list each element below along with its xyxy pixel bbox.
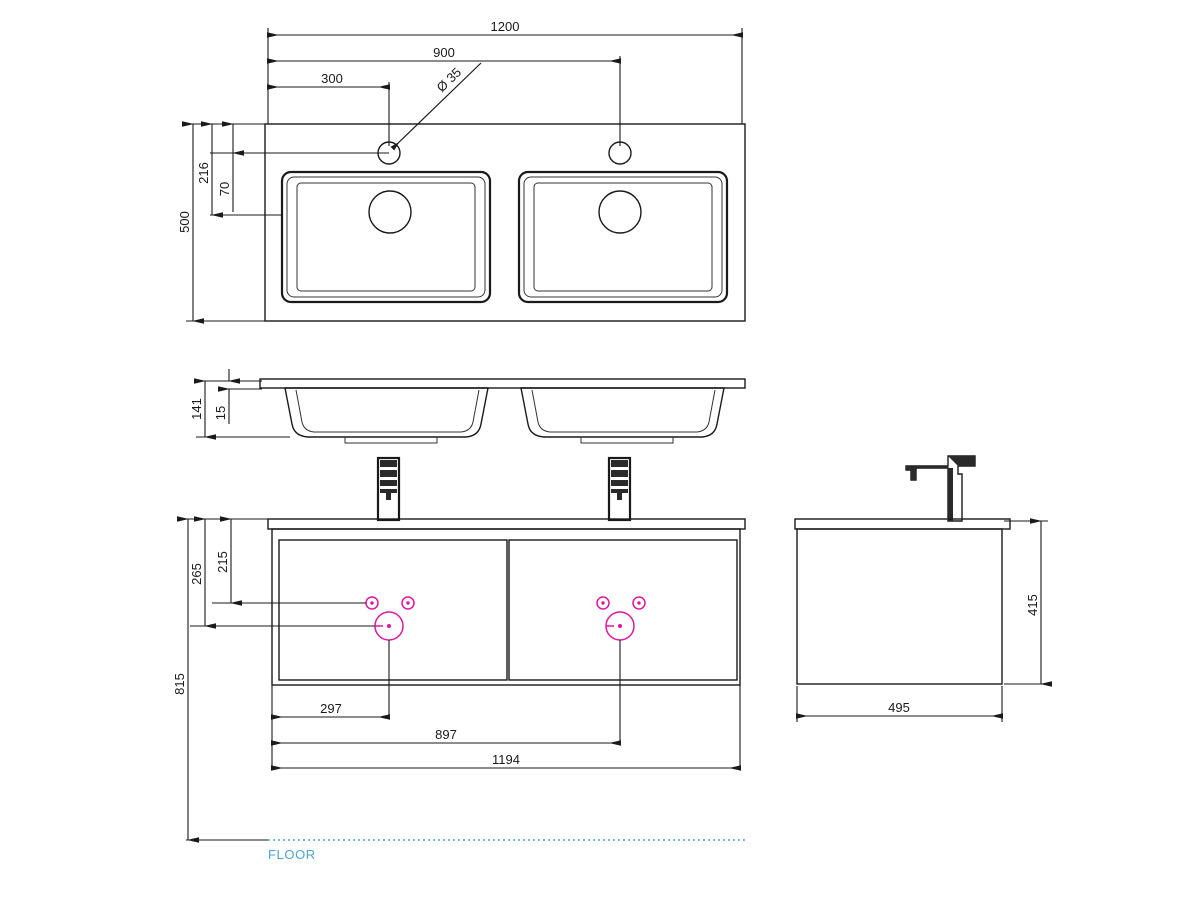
dim-label-141: 141 bbox=[189, 398, 204, 420]
dim-label-300: 300 bbox=[321, 71, 343, 86]
dim-label-15: 15 bbox=[213, 406, 228, 420]
section-top-slab bbox=[259, 378, 746, 389]
plan-left-basin bbox=[280, 170, 492, 304]
dim-label-diameter-35: Ø 35 bbox=[434, 65, 465, 95]
plan-right-waste-outlet bbox=[598, 190, 642, 234]
fixing-small-right-a bbox=[596, 596, 610, 610]
dim-label-215: 215 bbox=[215, 551, 230, 573]
front-left-tap bbox=[376, 456, 401, 522]
dim-label-897: 897 bbox=[435, 727, 457, 742]
fixing-small-left-b bbox=[401, 596, 415, 610]
dim-label-495: 495 bbox=[888, 700, 910, 715]
front-cabinet-body bbox=[271, 528, 741, 686]
dim-label-1194: 1194 bbox=[492, 752, 520, 767]
plan-right-basin bbox=[517, 170, 729, 304]
floor-label: FLOOR bbox=[268, 847, 316, 862]
front-right-fixing-group bbox=[596, 596, 646, 641]
dim-label-297: 297 bbox=[320, 701, 342, 716]
dim-label-815: 815 bbox=[172, 673, 187, 695]
plan-view-group: 1200 900 300 Ø 35 500 216 70 bbox=[177, 19, 746, 324]
plan-left-waste-outlet bbox=[368, 190, 412, 234]
front-elevation-group: 265 215 815 297 897 1194 FLOOR bbox=[172, 456, 746, 862]
side-countertop bbox=[794, 518, 1011, 530]
dim-label-216: 216 bbox=[196, 162, 211, 184]
section-view-group: 141 15 bbox=[189, 369, 746, 444]
dim-label-415: 415 bbox=[1025, 594, 1040, 616]
section-right-basin bbox=[520, 387, 725, 444]
fixing-small-right-b bbox=[632, 596, 646, 610]
front-left-drawer bbox=[278, 539, 508, 681]
dim-label-265: 265 bbox=[189, 563, 204, 585]
front-right-tap bbox=[607, 456, 632, 522]
plan-basin-top-slab bbox=[264, 123, 746, 322]
dim-label-70: 70 bbox=[217, 182, 232, 196]
front-right-drawer bbox=[508, 539, 738, 681]
dim-label-500: 500 bbox=[177, 211, 192, 233]
dim-label-1200: 1200 bbox=[491, 19, 520, 34]
front-left-fixing-group bbox=[365, 596, 415, 641]
front-countertop bbox=[267, 518, 746, 530]
section-left-basin bbox=[284, 387, 489, 444]
side-cabinet-body bbox=[796, 528, 1003, 685]
side-elevation-group: 415 495 bbox=[794, 455, 1052, 722]
dim-label-900: 900 bbox=[433, 45, 455, 60]
side-tap bbox=[905, 455, 976, 522]
leader-taphole-diameter bbox=[390, 62, 482, 151]
